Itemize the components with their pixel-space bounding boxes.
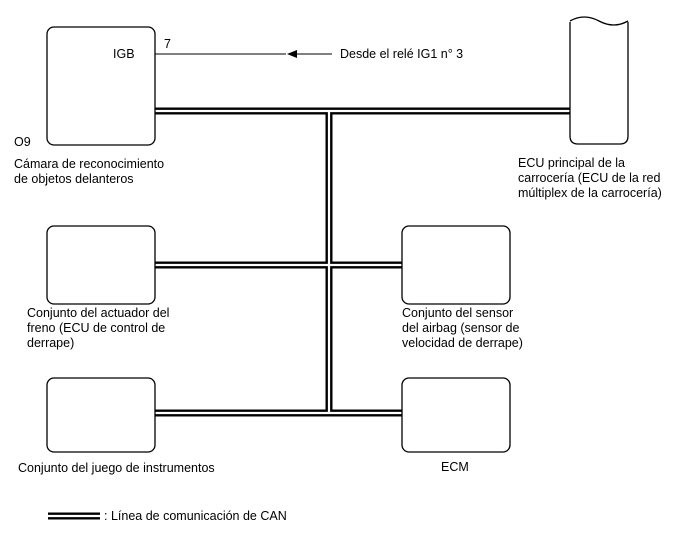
ecm-label-line: ECM bbox=[441, 460, 469, 474]
body-ecu-label-line: ECU principal de la bbox=[518, 156, 625, 170]
airbag-sensor-label-line: del airbag (sensor de bbox=[402, 321, 519, 335]
ecm-label: ECM bbox=[441, 460, 469, 474]
airbag-sensor-label: Conjunto del sensor del airbag (sensor d… bbox=[402, 306, 523, 350]
body-ecu-box bbox=[569, 22, 629, 145]
body-ecu-label-line: múltiplex de la carrocería) bbox=[518, 186, 662, 200]
airbag-sensor-label-line: Conjunto del sensor bbox=[402, 306, 513, 320]
body-ecu-label: ECU principal de la carrocería (ECU de l… bbox=[518, 156, 664, 200]
brake-actuator-box bbox=[46, 225, 156, 305]
airbag-sensor-box bbox=[401, 225, 511, 305]
arrow-left-icon bbox=[287, 50, 297, 58]
camera-label-line: de objetos delanteros bbox=[14, 172, 134, 186]
camera-box bbox=[46, 26, 156, 146]
camera-code: O9 bbox=[14, 135, 31, 149]
body-ecu-break-line bbox=[569, 16, 629, 26]
brake-actuator-label-line: Conjunto del actuador del bbox=[27, 306, 169, 320]
can-bus bbox=[155, 107, 570, 417]
brake-actuator-label-line: freno (ECU de control de bbox=[27, 321, 165, 335]
legend: : Línea de comunicación de CAN bbox=[48, 509, 287, 523]
brake-actuator-label: Conjunto del actuador del freno (ECU de … bbox=[27, 306, 173, 350]
airbag-sensor-label-line: velocidad de derrape) bbox=[402, 336, 523, 350]
camera-label: Cámara de reconocimiento de objetos dela… bbox=[14, 157, 168, 186]
power-source-label: Desde el relé IG1 n° 3 bbox=[340, 47, 463, 61]
camera-label-line: Cámara de reconocimiento bbox=[14, 157, 164, 171]
instruments-label-line: Conjunto del juego de instrumentos bbox=[18, 461, 215, 475]
instruments-box bbox=[46, 377, 156, 453]
legend-text: : Línea de comunicación de CAN bbox=[104, 509, 287, 523]
camera-terminal-label: IGB bbox=[113, 47, 135, 61]
ecm-box bbox=[401, 377, 511, 453]
body-ecu-label-line: carrocería (ECU de la red bbox=[518, 171, 660, 185]
instruments-label: Conjunto del juego de instrumentos bbox=[18, 461, 215, 475]
camera-pin-number: 7 bbox=[164, 37, 171, 51]
brake-actuator-label-line: derrape) bbox=[27, 336, 74, 350]
